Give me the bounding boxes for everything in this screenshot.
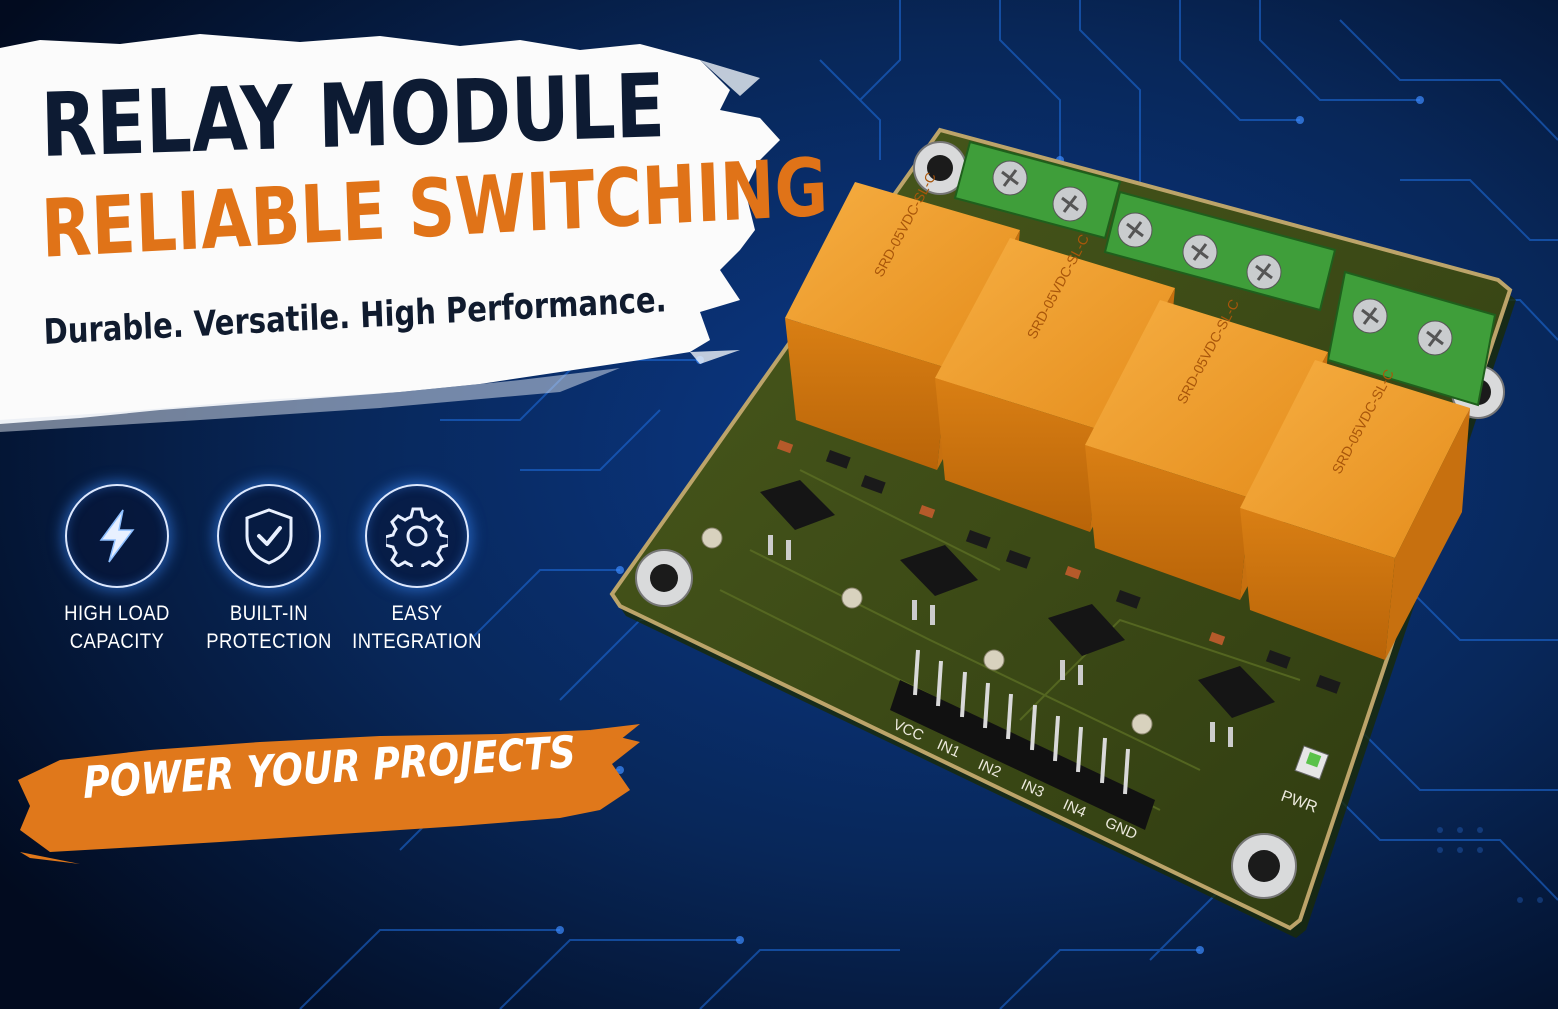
gear-icon (365, 484, 469, 588)
feature-label: HIGH LOAD CAPACITY (64, 602, 170, 653)
optocoupler (900, 545, 978, 625)
pin-header (890, 649, 1155, 830)
feature-protection: BUILT-IN PROTECTION (189, 484, 349, 656)
mounting-hole (635, 549, 693, 607)
feature-label: EASY INTEGRATION (352, 602, 482, 653)
feature-integration: EASY INTEGRATION (337, 484, 497, 656)
shield-check-icon (217, 484, 321, 588)
optocoupler (1048, 604, 1125, 685)
optocoupler (760, 480, 835, 560)
terminal-block (1326, 270, 1497, 407)
relay-module-board: SRD-05VDC-SL-C SRD-05VDC-SL-C SRD-05VDC-… (609, 127, 1516, 938)
terminal-block (1103, 190, 1337, 312)
relay: SRD-05VDC-SL-C (785, 170, 1020, 470)
optocoupler (1198, 666, 1275, 747)
relay: SRD-05VDC-SL-C (1240, 360, 1470, 660)
lightning-bolt-icon (65, 484, 169, 588)
feature-high-load: HIGH LOAD CAPACITY (37, 484, 197, 656)
mounting-hole (1231, 833, 1297, 899)
terminal-block (953, 140, 1122, 240)
feature-label: BUILT-IN PROTECTION (206, 602, 332, 653)
mounting-hole (913, 141, 967, 195)
